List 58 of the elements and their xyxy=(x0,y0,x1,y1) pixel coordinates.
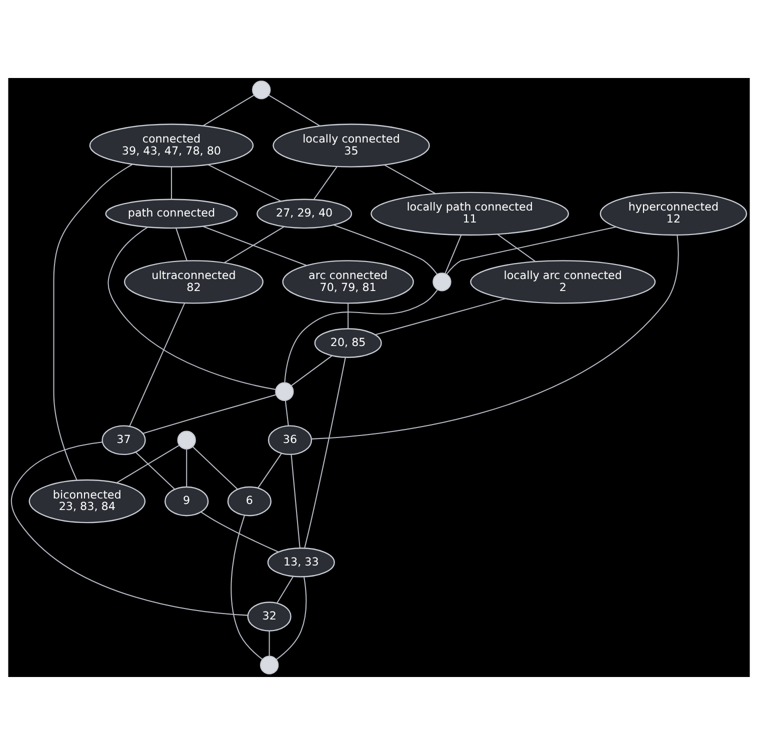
node-ellipse: 27, 29, 40 xyxy=(256,198,352,228)
connector xyxy=(284,289,438,382)
node-circle xyxy=(275,382,294,400)
node-ellipse: hyperconnected 12 xyxy=(600,191,748,236)
node-circle xyxy=(432,272,452,291)
node-circle xyxy=(260,655,279,674)
node-ellipse: locally arc connected 2 xyxy=(470,260,656,304)
node-ellipse: ultraconnected 82 xyxy=(124,260,264,304)
node-ellipse: 9 xyxy=(164,486,209,516)
connector xyxy=(170,166,172,199)
connector xyxy=(208,164,282,202)
connector xyxy=(348,303,349,328)
node-ellipse: 6 xyxy=(227,486,272,516)
connector xyxy=(333,224,438,274)
node-ellipse: locally connected 35 xyxy=(272,123,430,167)
connector xyxy=(291,354,332,386)
node-ellipse: 32 xyxy=(247,601,292,631)
node-ellipse: path connected xyxy=(105,198,238,228)
connector xyxy=(202,94,254,126)
node-ellipse: 36 xyxy=(268,424,312,455)
connector xyxy=(311,234,679,439)
connector xyxy=(129,302,186,426)
connector xyxy=(186,448,188,486)
connector xyxy=(268,94,320,126)
node-ellipse: 13, 33 xyxy=(267,547,335,577)
node-ellipse: biconnected 23, 83, 84 xyxy=(28,478,146,523)
connector xyxy=(284,400,289,426)
connector xyxy=(53,164,132,480)
node-ellipse: 20, 85 xyxy=(314,328,382,358)
connector xyxy=(257,452,282,488)
connector xyxy=(224,226,284,263)
connector xyxy=(276,576,307,660)
connector xyxy=(304,356,346,548)
connector xyxy=(135,451,175,490)
connector xyxy=(497,233,536,262)
connector xyxy=(192,446,238,490)
connector xyxy=(444,234,462,274)
connector xyxy=(374,298,506,335)
connector xyxy=(202,225,307,266)
connector xyxy=(10,441,248,616)
connector xyxy=(313,166,338,200)
connector xyxy=(446,226,616,274)
connector xyxy=(200,511,278,552)
node-ellipse: connected 39, 43, 47, 78, 80 xyxy=(89,123,254,167)
connector xyxy=(230,514,263,660)
connector xyxy=(276,576,294,603)
connector xyxy=(142,394,276,434)
connector xyxy=(116,444,180,483)
node-ellipse: arc connected 70, 79, 81 xyxy=(282,260,414,304)
connector xyxy=(176,228,188,260)
connector xyxy=(384,164,436,194)
connector xyxy=(268,630,270,656)
node-ellipse: locally path connected 11 xyxy=(370,191,570,236)
node-circle xyxy=(252,80,271,99)
connector xyxy=(290,454,300,548)
node-ellipse: 37 xyxy=(102,424,146,455)
connector xyxy=(108,226,276,390)
node-circle xyxy=(177,430,196,449)
